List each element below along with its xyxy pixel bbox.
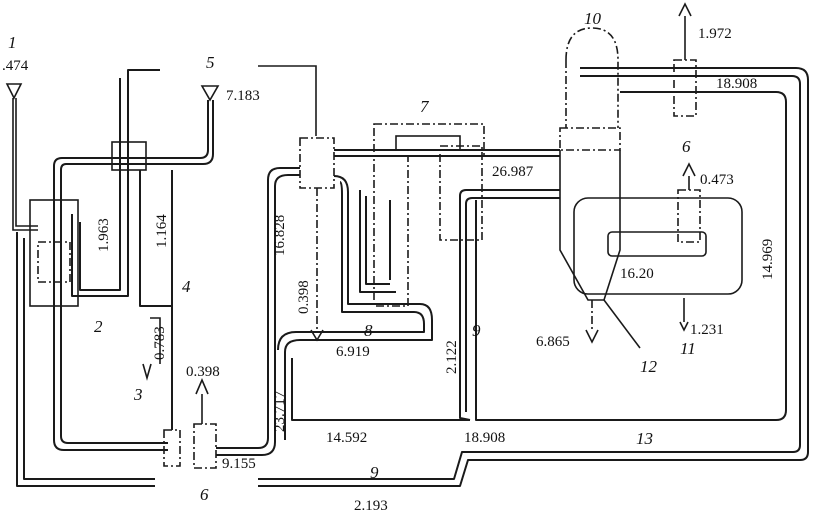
flow-value-6865: 6.865: [536, 334, 570, 350]
flow-value-0398-bottom: 0.398: [186, 364, 220, 380]
flow-value-6919: 6.919: [336, 344, 370, 360]
unit-2-block: [29, 69, 173, 430]
flow-value-9155: 9.155: [222, 456, 256, 472]
feed-1-inlet: [5, 83, 38, 231]
node-13-label: 13: [636, 429, 653, 448]
flow-value-16828: 16.828: [272, 215, 288, 256]
unit-6-top: [475, 2, 787, 421]
node-6-top-label: 6: [682, 137, 691, 156]
flow-value-474: .474: [2, 58, 29, 74]
node-9-bottom-label: 9: [370, 463, 379, 482]
node-5-label: 5: [206, 53, 215, 72]
node-7-label: 7: [420, 97, 430, 116]
node-9-mid-label: 9: [472, 321, 481, 340]
node-2-label: 2: [94, 317, 103, 336]
top-connector: [258, 65, 317, 136]
flow-value-1164: 1.164: [154, 214, 170, 248]
flow-value-7183: 7.183: [226, 88, 260, 104]
outer-loop-pipe: [16, 67, 809, 487]
feed-5-inlet: [53, 85, 220, 451]
unit-8-riser: [277, 137, 560, 440]
node-labels: 1 2 3 4 5 6 6 7 8 9 9 10 11 12 13: [8, 9, 696, 504]
node-12-label: 12: [640, 357, 658, 376]
node-10-label: 10: [584, 9, 602, 28]
node-3-label: 3: [133, 385, 143, 404]
flow-value-2193: 2.193: [354, 498, 388, 514]
flow-value-0473: 0.473: [700, 172, 734, 188]
unit-7-column: [359, 123, 560, 421]
node-6-bottom-label: 6: [200, 485, 209, 504]
flow-value-23717: 23.717: [272, 390, 288, 432]
flow-value-labels: .474 7.183 1.972 18.908 26.987 0.473 14.…: [2, 26, 776, 514]
flow-value-18908-bottom: 18.908: [464, 430, 505, 446]
unit-11-loop: [573, 162, 743, 332]
node-1-label: 1: [8, 33, 17, 52]
flow-value-26987: 26.987: [492, 164, 534, 180]
node-4-label: 4: [182, 277, 191, 296]
flow-value-14592: 14.592: [326, 430, 367, 446]
flow-value-1963: 1.963: [96, 218, 112, 252]
flow-value-1231: 1.231: [690, 322, 724, 338]
flow-value-18908-top: 18.908: [716, 76, 757, 92]
flow-value-1972: 1.972: [698, 26, 732, 42]
unit-6-bottom: [163, 167, 300, 469]
flow-value-0398-mid: 0.398: [296, 280, 312, 314]
flow-value-2122: 2.122: [444, 340, 460, 374]
node-8-label: 8: [364, 321, 373, 340]
flow-value-14969: 14.969: [760, 239, 776, 280]
flow-value-0783: 0.783: [152, 326, 168, 360]
flow-value-1620: 16.20: [620, 266, 654, 282]
unit-10-cyclone: [559, 27, 641, 349]
node-11-label: 11: [680, 339, 696, 358]
